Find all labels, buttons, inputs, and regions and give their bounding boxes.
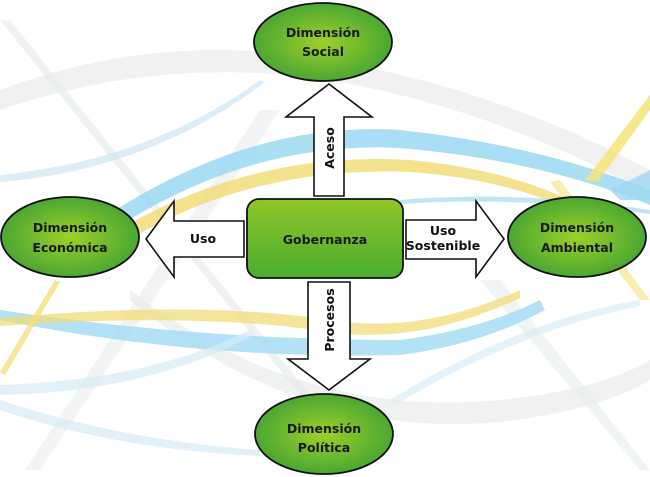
node-economica-line2: Económica: [32, 240, 107, 255]
arrow-right-uso-sostenible: Uso Sostenible: [405, 198, 505, 280]
swirl-blue-faint-right: [390, 300, 640, 405]
arrow-right-shape: [405, 198, 505, 280]
node-economica-shape: [0, 196, 140, 278]
arrow-up-acceso: Aceso: [283, 82, 375, 197]
center-node-gobernanza: Gobernanza: [246, 198, 404, 279]
node-dimension-politica: Dimensión Política: [254, 393, 394, 475]
node-dimension-ambiental: Dimensión Ambiental: [507, 196, 647, 278]
swirl-blue-faint-bottom: [0, 400, 260, 456]
center-node-label: Gobernanza: [283, 232, 367, 247]
node-social-line1: Dimensión: [286, 25, 360, 40]
arrow-up-shape: [283, 82, 375, 197]
arrow-left-shape: [145, 198, 245, 280]
arrow-left-uso: Uso: [145, 198, 245, 280]
node-politica-shape: [254, 393, 394, 475]
node-politica-line2: Política: [298, 440, 350, 455]
arrow-down-procesos: Procesos: [285, 281, 373, 392]
swirl-blue-faint-mid: [0, 330, 255, 395]
node-social-shape: [253, 2, 393, 82]
swirl-yellow-diagonal-right: [585, 95, 650, 182]
swirl-blue-lower: [0, 300, 545, 356]
node-ambiental-shape: [507, 196, 647, 278]
arrow-right-label-line1: Uso: [430, 223, 457, 238]
arrow-down-shape: [285, 281, 373, 392]
swirl-blue-right-tip: [610, 170, 650, 200]
node-politica-line1: Dimensión: [287, 421, 361, 436]
swirl-blue-main: [100, 129, 650, 232]
arrow-right-label-line2: Sostenible: [406, 238, 480, 253]
swirl-gray-arc-bottom: [130, 290, 650, 425]
swirl-yellow-main: [110, 158, 600, 245]
swirl-yellow-diagonal-left: [0, 280, 60, 375]
node-dimension-economica: Dimensión Económica: [0, 196, 140, 278]
node-social-line2: Social: [302, 44, 344, 59]
node-dimension-social: Dimensión Social: [253, 2, 393, 82]
node-ambiental-line1: Dimensión: [540, 220, 614, 235]
arrow-up-label: Aceso: [322, 127, 337, 169]
swirl-yellow-lower: [0, 290, 520, 335]
arrow-left-label: Uso: [190, 231, 217, 246]
center-node-shape: [246, 198, 404, 279]
node-ambiental-line2: Ambiental: [541, 240, 613, 255]
swirl-blue-thin-right: [400, 196, 650, 214]
swirl-gray-diagonal-3: [480, 280, 650, 470]
swirl-blue-thin-top: [0, 80, 265, 182]
arrow-down-label: Procesos: [322, 288, 337, 351]
node-economica-line1: Dimensión: [33, 220, 107, 235]
